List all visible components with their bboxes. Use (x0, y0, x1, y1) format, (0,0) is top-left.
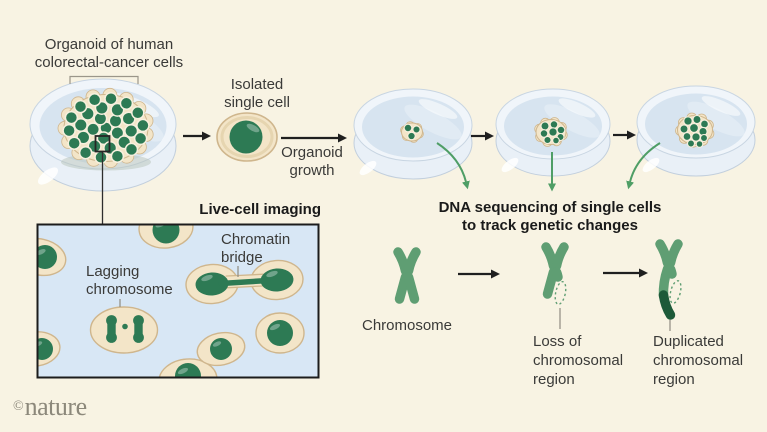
dup-label-line3: region (653, 371, 695, 388)
loss-label-line3: region (533, 371, 575, 388)
isolated-label-line2: single cell (224, 94, 290, 111)
chromatin-bridge-cells (185, 259, 304, 305)
green-arrow-icon (626, 142, 661, 190)
loss-label-line2: chromosomal (533, 352, 624, 369)
cell (255, 312, 305, 354)
chromatin-label-line1: Chromatin (221, 231, 291, 248)
cell (38, 237, 67, 277)
duplicated-region-label: Duplicated chromosomal region (653, 332, 765, 389)
chromosome-loss-icon (541, 242, 569, 305)
chromatin-bridge-label: Chromatin bridge (221, 231, 316, 267)
loss-region-label: Loss of chromosomal region (533, 332, 643, 389)
live-cell-imaging-cells (38, 225, 305, 377)
chromosome-label: Chromosome (347, 317, 467, 335)
zoom-region-square (94, 135, 111, 153)
live-cell-imaging-box-border (36, 223, 320, 379)
chromosome-label-text: Chromosome (361, 317, 453, 334)
growth-label-line2: growth (289, 162, 335, 179)
growth-label-line1: Organoid (281, 144, 343, 161)
lagging-chromosome-dot (122, 323, 128, 330)
isolated-cell-label: Isolated single cell (207, 76, 307, 112)
organoid-label-line2: colorectal-cancer cells (34, 54, 184, 71)
organoid-label-line1: Organoid of human (44, 36, 174, 53)
dna-label-line1: DNA sequencing of single cells (438, 199, 662, 216)
organoid-ball (57, 87, 154, 169)
organoid-growth-label: Organoid growth (272, 144, 352, 180)
green-arrow-icon (436, 142, 470, 190)
nature-wordmark: nature (24, 392, 87, 421)
lagging-chromosome-label: Lagging chromosome (86, 263, 196, 299)
chromosome-duplicated-icon (655, 239, 683, 320)
isolated-single-cell (216, 112, 278, 162)
cell (196, 331, 246, 367)
organoid-cluster-large (675, 112, 715, 148)
dup-label-line2: chromosomal (653, 352, 744, 369)
dna-label-line2: to track genetic changes (462, 217, 638, 234)
chromatin-label-line2: bridge (221, 249, 263, 266)
lagging-label-line2: chromosome (86, 281, 173, 298)
loss-label-line1: Loss of (533, 333, 582, 350)
lagging-chromosome-cell (89, 306, 159, 354)
live-cell-imaging-title: Live-cell imaging (121, 201, 321, 219)
live-cell-imaging-title-text: Live-cell imaging (199, 201, 321, 218)
copyright-symbol: © (13, 399, 24, 414)
isolated-label-line1: Isolated (230, 76, 284, 93)
label-bracket (69, 75, 139, 84)
chromosome-normal-icon (393, 247, 421, 304)
petri-dish-2 (353, 88, 473, 180)
dna-sequencing-label: DNA sequencing of single cells to track … (414, 199, 686, 235)
nature-logo: ©nature (13, 392, 87, 422)
cell (38, 331, 61, 367)
organoid-label: Organoid of human colorectal-cancer cell… (19, 36, 199, 72)
organoid-cluster-medium (534, 117, 568, 147)
lagging-label-line1: Lagging (86, 263, 140, 280)
organoid-cluster-small (400, 121, 424, 143)
dup-label-line1: Duplicated (653, 333, 724, 350)
cell (158, 358, 218, 377)
cell (138, 225, 194, 249)
